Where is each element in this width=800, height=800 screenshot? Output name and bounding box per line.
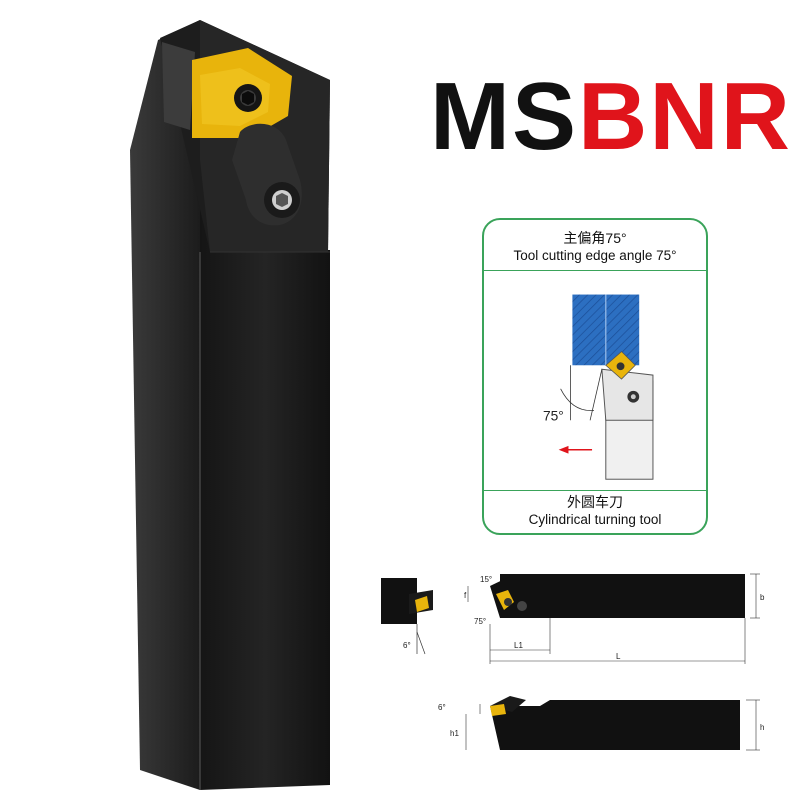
feed-arrow: [558, 445, 569, 454]
angle-75-label: 75°: [543, 408, 564, 423]
title-prefix: MS: [430, 63, 578, 170]
product-title: MSBNR: [430, 62, 792, 172]
footer-english: Cylindrical turning tool: [528, 512, 662, 527]
turning-illustration: 75°: [543, 294, 654, 480]
top-view-drawing: 15° 75° f L1 L b: [464, 573, 765, 664]
diagram-heading: 主偏角75° Tool cutting edge angle 75°: [484, 220, 706, 270]
b-label: b: [760, 593, 765, 602]
cutting-angle-diagram: 主偏角75° Tool cutting edge angle 75° 75° 外…: [482, 218, 708, 535]
heading-chinese: 主偏角75°: [563, 230, 627, 246]
angle-6-top: 6°: [403, 641, 411, 650]
angle-15-label: 15°: [480, 575, 492, 584]
footer-chinese: 外圆车刀: [567, 494, 623, 510]
divider: [484, 490, 706, 491]
angle-75-dim-label: 75°: [474, 617, 486, 626]
title-suffix: BNR: [578, 63, 792, 170]
diagram-footer: 外圆车刀 Cylindrical turning tool: [484, 494, 706, 528]
angle-6-side: 6°: [438, 703, 446, 712]
L1-label: L1: [514, 641, 523, 650]
divider: [484, 270, 706, 271]
L-label: L: [616, 652, 621, 661]
h-label: h: [760, 723, 764, 732]
end-view-drawing: 6°: [381, 578, 433, 655]
tool-holder-photo: [130, 20, 330, 790]
f-label: f: [464, 591, 467, 600]
side-view-drawing: 6° h1 h: [438, 696, 764, 751]
h1-label: h1: [450, 729, 459, 738]
heading-english: Tool cutting edge angle 75°: [513, 248, 677, 263]
